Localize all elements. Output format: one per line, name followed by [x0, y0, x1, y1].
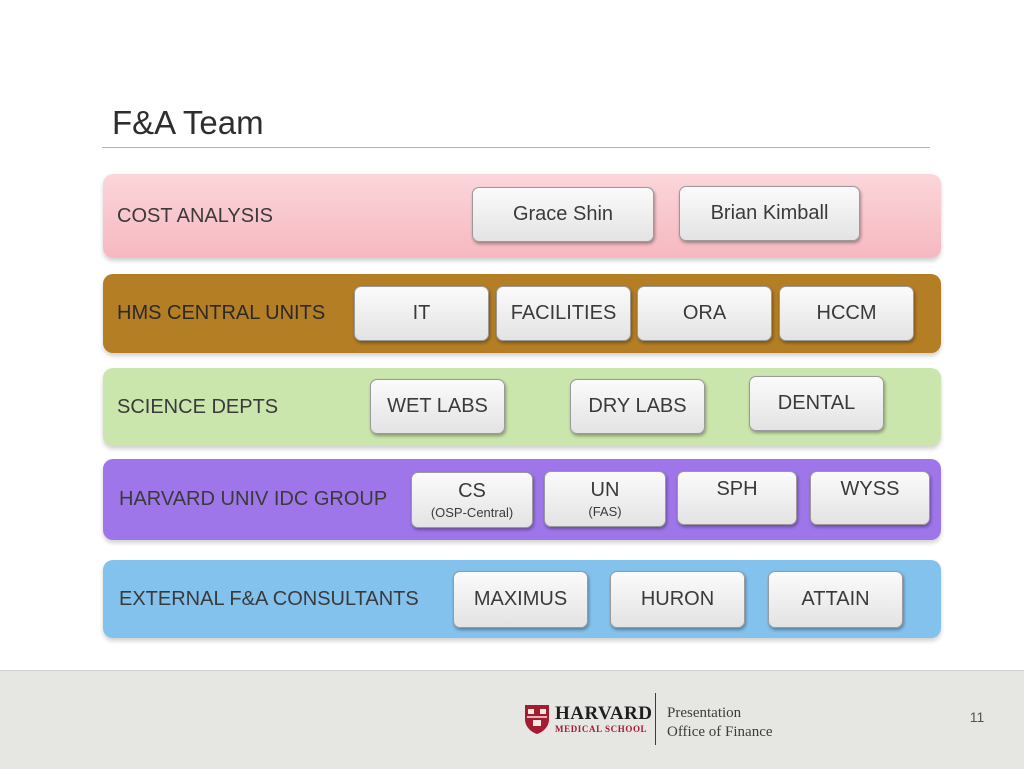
- idc-label: SPH: [716, 478, 758, 500]
- band-label: HARVARD UNIV IDC GROUP: [119, 488, 388, 510]
- unit-label: HCCM: [816, 302, 877, 324]
- logo-wordmark: HARVARD: [555, 703, 653, 724]
- footer-text: Presentation Office of Finance: [667, 704, 773, 742]
- dept-label: DRY LABS: [588, 395, 687, 417]
- member-box[interactable]: Brian Kimball: [679, 186, 860, 241]
- unit-label: IT: [412, 302, 431, 324]
- dept-box[interactable]: DENTAL: [749, 376, 884, 431]
- unit-box[interactable]: IT: [354, 286, 489, 341]
- band-label: HMS CENTRAL UNITS: [117, 302, 326, 324]
- harvard-shield-icon: [525, 705, 549, 734]
- band-label: EXTERNAL F&A CONSULTANTS: [119, 587, 419, 610]
- dept-label: DENTAL: [777, 392, 856, 414]
- idc-box[interactable]: SPH: [677, 471, 797, 525]
- title-underline: [102, 147, 930, 148]
- slide-title: F&A Team: [112, 104, 264, 141]
- footer-line-1: Presentation: [667, 705, 742, 721]
- idc-label: WYSS: [840, 478, 900, 500]
- consultant-box[interactable]: HURON: [610, 571, 745, 628]
- idc-box[interactable]: UN (FAS): [544, 471, 666, 527]
- idc-box[interactable]: WYSS: [810, 471, 930, 525]
- member-label: Grace Shin: [512, 203, 614, 225]
- consultant-label: HURON: [640, 588, 715, 610]
- idc-box[interactable]: CS (OSP-Central): [411, 472, 533, 528]
- logo-subtitle: MEDICAL SCHOOL: [555, 724, 648, 734]
- idc-sublabel: (FAS): [588, 504, 622, 519]
- band-label: SCIENCE DEPTS: [117, 395, 279, 418]
- footer-bar: [0, 670, 1024, 769]
- consultant-label: ATTAIN: [801, 588, 870, 610]
- idc-sublabel: (OSP-Central): [430, 505, 514, 520]
- member-box[interactable]: Grace Shin: [472, 187, 654, 242]
- consultant-label: MAXIMUS: [473, 588, 568, 610]
- dept-box[interactable]: DRY LABS: [570, 379, 705, 434]
- member-label: Brian Kimball: [710, 202, 829, 224]
- dept-box[interactable]: WET LABS: [370, 379, 505, 434]
- idc-label: CS: [458, 480, 486, 502]
- unit-label: FACILITIES: [510, 302, 617, 324]
- unit-box[interactable]: HCCM: [779, 286, 914, 341]
- unit-box[interactable]: ORA: [637, 286, 772, 341]
- footer-divider: [655, 693, 656, 745]
- unit-label: ORA: [682, 302, 727, 324]
- band-label: COST ANALYSIS: [117, 204, 273, 227]
- consultant-box[interactable]: ATTAIN: [768, 571, 903, 628]
- consultant-box[interactable]: MAXIMUS: [453, 571, 588, 628]
- footer-line-2: Office of Finance: [667, 724, 773, 740]
- page-number: 11: [969, 709, 985, 725]
- harvard-medical-school-logo: HARVARD MEDICAL SCHOOL: [523, 703, 653, 735]
- unit-box[interactable]: FACILITIES: [496, 286, 631, 341]
- idc-label: UN: [590, 479, 620, 501]
- dept-label: WET LABS: [387, 395, 488, 417]
